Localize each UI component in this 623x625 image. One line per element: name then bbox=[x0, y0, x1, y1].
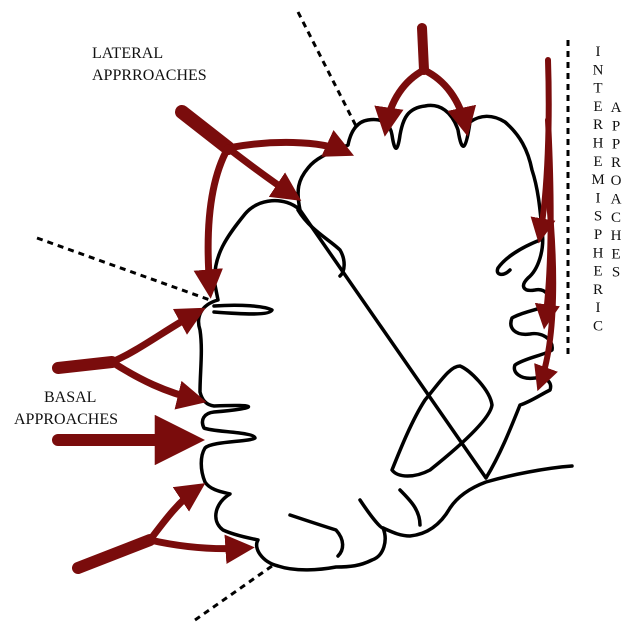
interhemispheric-letter: E bbox=[593, 99, 602, 115]
interhemispheric-letter: R bbox=[593, 282, 603, 298]
interhemispheric-letter: H bbox=[593, 136, 604, 152]
sulcus-bottom-3 bbox=[360, 500, 383, 528]
divider-top bbox=[298, 12, 357, 128]
interhemispheric-letter: M bbox=[591, 172, 604, 188]
basal-arrow-3a bbox=[150, 488, 198, 540]
interhemispheric-letter: I bbox=[596, 44, 601, 60]
lateral-trunk bbox=[182, 112, 228, 148]
divider-left bbox=[37, 238, 210, 300]
basal-label-line2: APPROACHES bbox=[14, 411, 118, 428]
interhemispheric-letter: N bbox=[593, 62, 604, 78]
approaches-letter: C bbox=[611, 210, 621, 226]
approaches-letter: A bbox=[611, 192, 622, 208]
interhemispheric-letter: H bbox=[593, 245, 604, 261]
interhemispheric-approaches-label: APPROACHES bbox=[611, 100, 622, 281]
sulcus-left-1 bbox=[214, 305, 272, 314]
approaches-letter: E bbox=[611, 246, 620, 262]
approaches-letter: P bbox=[612, 137, 620, 153]
approach-arrows bbox=[58, 28, 553, 568]
sulcus-bottom-1 bbox=[290, 515, 343, 556]
lateral-label-line1: LATERAL bbox=[92, 45, 163, 62]
approaches-letter: O bbox=[611, 173, 622, 189]
lateral-arrow-3 bbox=[208, 148, 228, 290]
top-arrow-right bbox=[424, 70, 466, 128]
interhemispheric-letter: C bbox=[593, 319, 603, 335]
lateral-arrow-1 bbox=[228, 142, 346, 152]
divider-bottom bbox=[195, 566, 272, 620]
basal-trunk-1 bbox=[58, 362, 112, 368]
interhemispheric-letter: I bbox=[596, 300, 601, 316]
interhemispheric-letter: R bbox=[593, 117, 603, 133]
sulcus-bottom-2 bbox=[400, 490, 420, 525]
top-trunk bbox=[422, 28, 424, 70]
lateral-arrow-2 bbox=[228, 148, 294, 196]
interhemispheric-letter: E bbox=[593, 154, 602, 170]
basal-arrow-3b bbox=[150, 540, 246, 549]
approaches-letter: R bbox=[611, 155, 621, 171]
interhemispheric-letter: E bbox=[593, 264, 602, 280]
approaches-letter: H bbox=[611, 228, 622, 244]
interhemispheric-letter: P bbox=[594, 227, 602, 243]
ventricle bbox=[392, 366, 492, 476]
interhemispheric-letter: I bbox=[596, 190, 601, 206]
interhemispheric-letter: S bbox=[594, 209, 602, 225]
divider-lines bbox=[37, 12, 568, 620]
basal-label-line1: BASAL bbox=[44, 389, 96, 406]
approaches-letter: A bbox=[611, 100, 622, 116]
lateral-label-line2: APPRROACHES bbox=[92, 67, 207, 84]
interhemispheric-letter: T bbox=[593, 81, 602, 97]
basal-arrow-1a bbox=[112, 312, 198, 362]
approaches-letter: S bbox=[612, 265, 620, 281]
basal-arrow-1b bbox=[112, 362, 198, 400]
basal-trunk-3 bbox=[78, 540, 150, 568]
cortex-contour bbox=[199, 105, 572, 569]
brain-outline bbox=[199, 105, 572, 569]
approaches-letter: P bbox=[612, 118, 620, 134]
